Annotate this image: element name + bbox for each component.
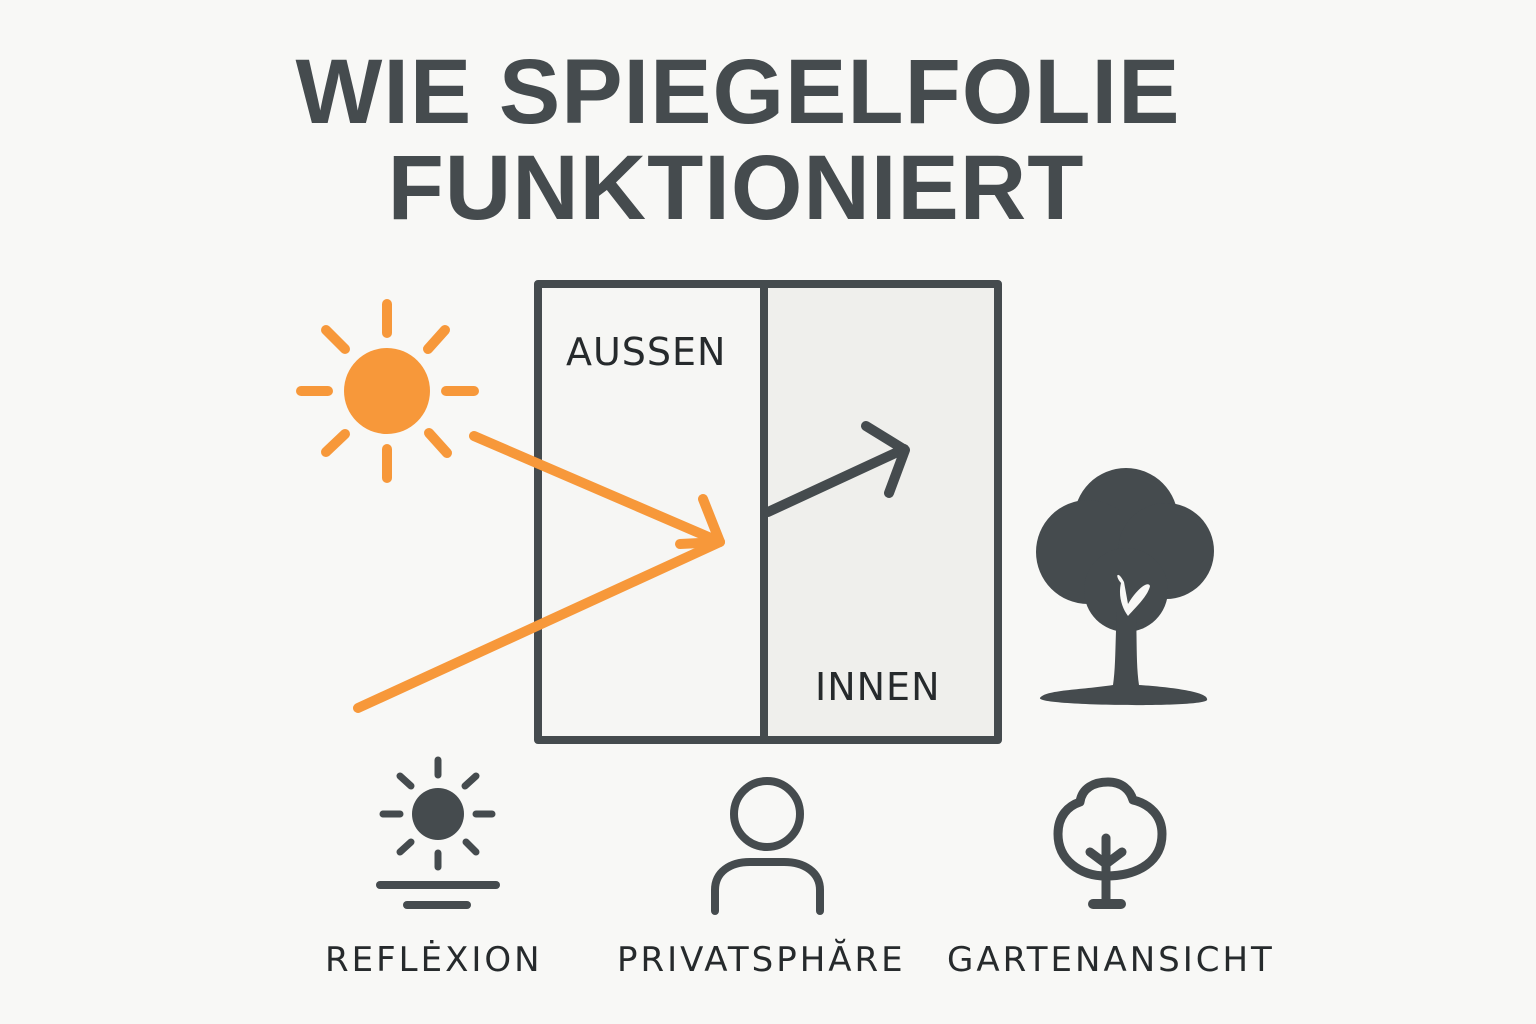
title-line-2: FUNKTIONIERT (387, 137, 1085, 239)
title-line-1: WIE SPIEGELFOLIE (295, 41, 1181, 143)
tree-outline-icon (1053, 777, 1167, 909)
feature-label-reflexion: REFLĖXION (325, 940, 543, 980)
sun-reflection-icon (376, 756, 500, 909)
reflected-light-arrow-icon (353, 431, 725, 713)
feature-label-gartenansicht: GARTENANSICHT (947, 940, 1275, 980)
tree-icon (1036, 468, 1214, 706)
feature-label-privatsphaere: PRIVATSPHĂRE (617, 940, 906, 980)
inside-label: INNEN (815, 665, 941, 709)
outside-label: AUSSEN (566, 330, 727, 374)
transmitted-view-arrow-icon (763, 421, 910, 517)
person-icon (711, 777, 824, 915)
sun-icon (296, 299, 479, 483)
